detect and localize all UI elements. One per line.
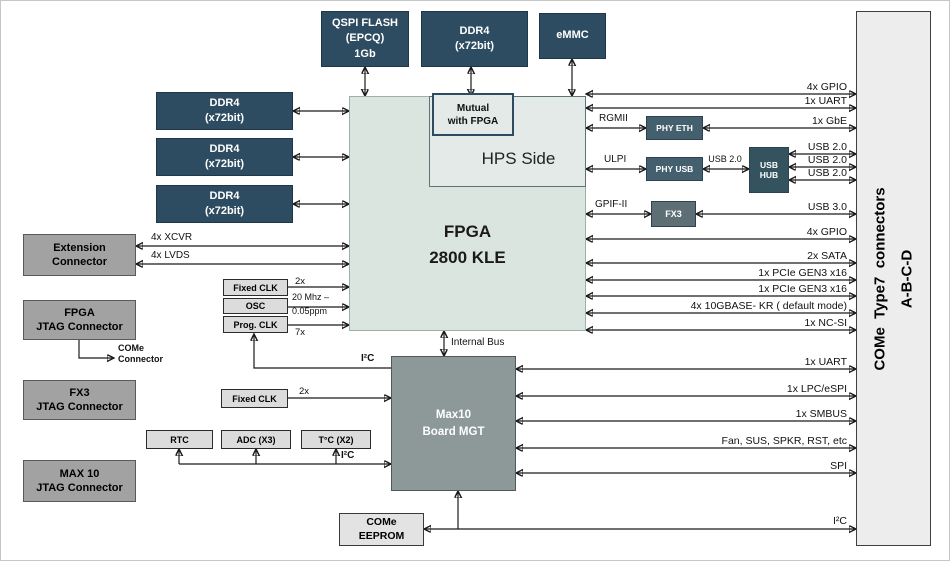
ncsi-label: 1x NC-SI [804, 317, 847, 329]
max10-i2c-label: I²C [361, 353, 375, 364]
sata-label: 2x SATA [807, 250, 847, 262]
osc-freq-label: 20 Mhz – 0.05ppm [292, 292, 330, 316]
max10-board-mgt-box: Max10 Board MGT [391, 356, 516, 491]
fx3-jtag-connector-box: FX3 JTAG Connector [23, 380, 136, 420]
lpc-espi-label: 1x LPC/eSPI [786, 383, 847, 395]
fixed-clk-count-label: 2x [295, 276, 306, 287]
connector-title: COMe Type7 connectors A-B-C-D [871, 186, 916, 371]
ddr4-top-box: DDR4 (x72bit) [421, 11, 528, 67]
usb20-link-label: USB 2.0 [708, 154, 742, 164]
usb30-label: USB 3.0 [807, 201, 847, 213]
ddr4-box-2: DDR4 (x72bit) [156, 138, 293, 176]
gbe-label: 1x GbE [811, 115, 847, 127]
adc-box: ADC (X3) [221, 430, 291, 449]
come-connector-label: COMe Connector [118, 343, 163, 364]
fan-sus-label: Fan, SUS, SPKR, RST, etc [721, 435, 847, 447]
usb20-label-2: USB 2.0 [807, 154, 847, 166]
internal-bus-label: Internal Bus [451, 337, 505, 348]
ulpi-label: ULPI [604, 154, 627, 165]
prog-clk-box: Prog. CLK [223, 316, 288, 333]
spi-label: SPI [830, 460, 847, 472]
come-eeprom-box: COMe EEPROM [339, 513, 424, 546]
fixed-clk2-count-label: 2x [299, 386, 310, 397]
fx3-box: FX3 [651, 201, 696, 227]
uart-top-label: 1x UART [804, 95, 847, 107]
xcvr-label: 4x XCVR [151, 232, 193, 243]
usb-hub-box: USB HUB [749, 147, 789, 193]
phy-eth-box: PHY ETH [646, 116, 703, 140]
rgmii-label: RGMII [599, 113, 628, 124]
max10-jtag-connector-box: MAX 10 JTAG Connector [23, 460, 136, 502]
qspi-flash-box: QSPI FLASH (EPCQ) 1Gb [321, 11, 409, 67]
extension-connector-box: Extension Connector [23, 234, 136, 276]
come-type7-connector-box: COMe Type7 connectors A-B-C-D [856, 11, 931, 546]
hps-side-label: HPS Side [481, 149, 556, 168]
uart2-label: 1x UART [804, 356, 847, 368]
fixed-clk-box: Fixed CLK [223, 279, 288, 296]
pcie-label-2: 1x PCIe GEN3 x16 [758, 283, 847, 295]
pcie-label-1: 1x PCIe GEN3 x16 [758, 267, 847, 279]
sensors-i2c-label: I²C [341, 450, 355, 461]
rtc-box: RTC [146, 430, 213, 449]
fpga-label: FPGA 2800 KLE [429, 222, 506, 267]
usb20-label-1: USB 2.0 [807, 141, 847, 153]
usb20-label-3: USB 2.0 [807, 167, 847, 179]
lvds-label: 4x LVDS [151, 250, 190, 261]
mutual-fpga-box: Mutual with FPGA [432, 93, 514, 136]
tengbase-kr-label: 4x 10GBASE- KR ( default mode) [690, 300, 847, 312]
osc-box: OSC [223, 298, 288, 314]
eeprom-i2c-label: I²C [833, 515, 847, 527]
smbus-label: 1x SMBUS [795, 408, 847, 420]
fixed-clk2-box: Fixed CLK [221, 389, 288, 408]
gpif-label: GPIF-II [595, 199, 628, 210]
gpio2-label: 4x GPIO [806, 226, 847, 238]
prog-clk-count-label: 7x [295, 327, 306, 338]
ddr4-box-1: DDR4 (x72bit) [156, 92, 293, 130]
fpga-jtag-connector-box: FPGA JTAG Connector [23, 300, 136, 340]
gpio-top-label: 4x GPIO [806, 81, 847, 93]
phy-usb-box: PHY USB [646, 157, 703, 181]
emmc-box: eMMC [539, 13, 606, 59]
ddr4-box-3: DDR4 (x72bit) [156, 185, 293, 223]
temp-sensor-box: T°C (X2) [301, 430, 371, 449]
